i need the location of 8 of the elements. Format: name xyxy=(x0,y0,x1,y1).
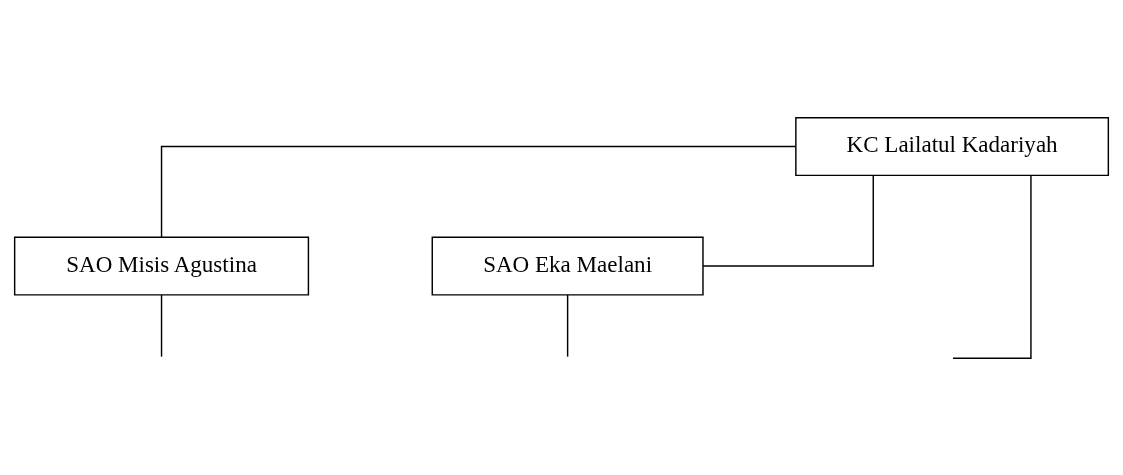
connector xyxy=(160,293,163,357)
connector xyxy=(702,174,874,267)
node-box: SAO Eka Maelani xyxy=(431,236,704,296)
node-box: SAO Misis Agustina xyxy=(13,236,310,296)
node-box: KC Lailatul Kadariyah xyxy=(795,116,1110,176)
connector xyxy=(160,145,797,238)
connector xyxy=(952,174,1032,359)
connector xyxy=(566,293,569,357)
